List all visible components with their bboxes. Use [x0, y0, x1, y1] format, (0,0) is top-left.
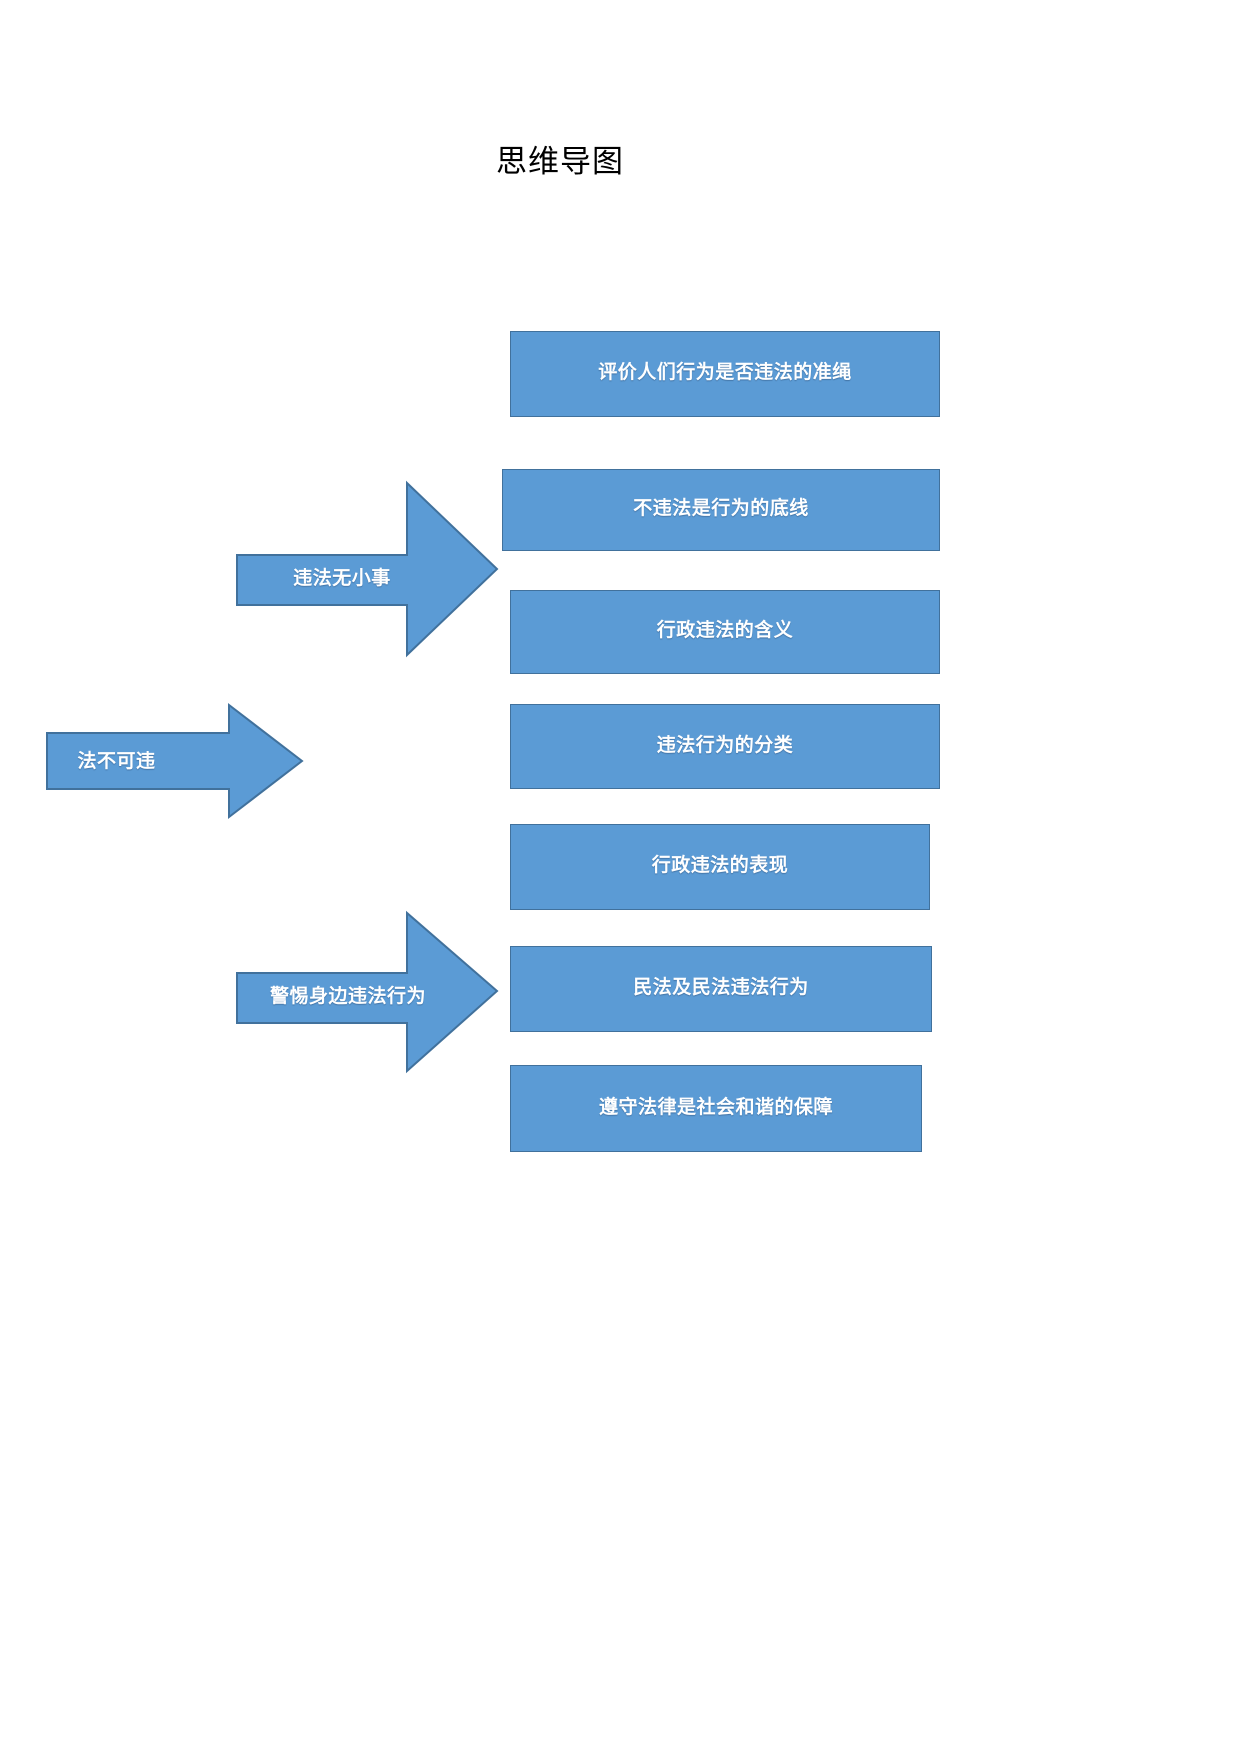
branch-arrow-2-shape[interactable]: 警惕身边违法行为: [236, 910, 499, 1074]
node-box-3[interactable]: 行政违法的含义: [510, 590, 940, 674]
node-box-5[interactable]: 行政违法的表现: [510, 824, 930, 910]
node-box-7[interactable]: 遵守法律是社会和谐的保障: [510, 1065, 922, 1152]
node-box-4[interactable]: 违法行为的分类: [510, 704, 940, 789]
node-box-3-label: 行政违法的含义: [656, 620, 794, 641]
page-title: 思维导图: [496, 144, 624, 179]
root-arrow-shape[interactable]: 法不可违: [46, 702, 304, 820]
node-box-1-label: 评价人们行为是否违法的准绳: [598, 362, 852, 383]
node-box-4-label: 违法行为的分类: [656, 734, 794, 756]
node-box-7-label: 遵守法律是社会和谐的保障: [598, 1096, 833, 1118]
branch-arrow-1-polygon: [236, 480, 499, 658]
branch-arrow-1-svg: [236, 480, 499, 658]
node-box-1[interactable]: 评价人们行为是否违法的准绳: [510, 331, 940, 417]
branch-arrow-2-polygon: [236, 910, 499, 1074]
branch-arrow-2-svg: [236, 910, 499, 1074]
node-box-5-label: 行政违法的表现: [651, 855, 789, 876]
node-box-2-label: 不违法是行为的底线: [633, 498, 809, 519]
node-box-6[interactable]: 民法及民法违法行为: [510, 946, 932, 1032]
branch-arrow-1-shape[interactable]: 违法无小事: [236, 480, 499, 658]
root-arrow-polygon: [46, 702, 304, 820]
node-box-2[interactable]: 不违法是行为的底线: [502, 469, 940, 551]
root-arrow-svg: [46, 702, 304, 820]
node-box-6-label: 民法及民法违法行为: [633, 977, 809, 998]
